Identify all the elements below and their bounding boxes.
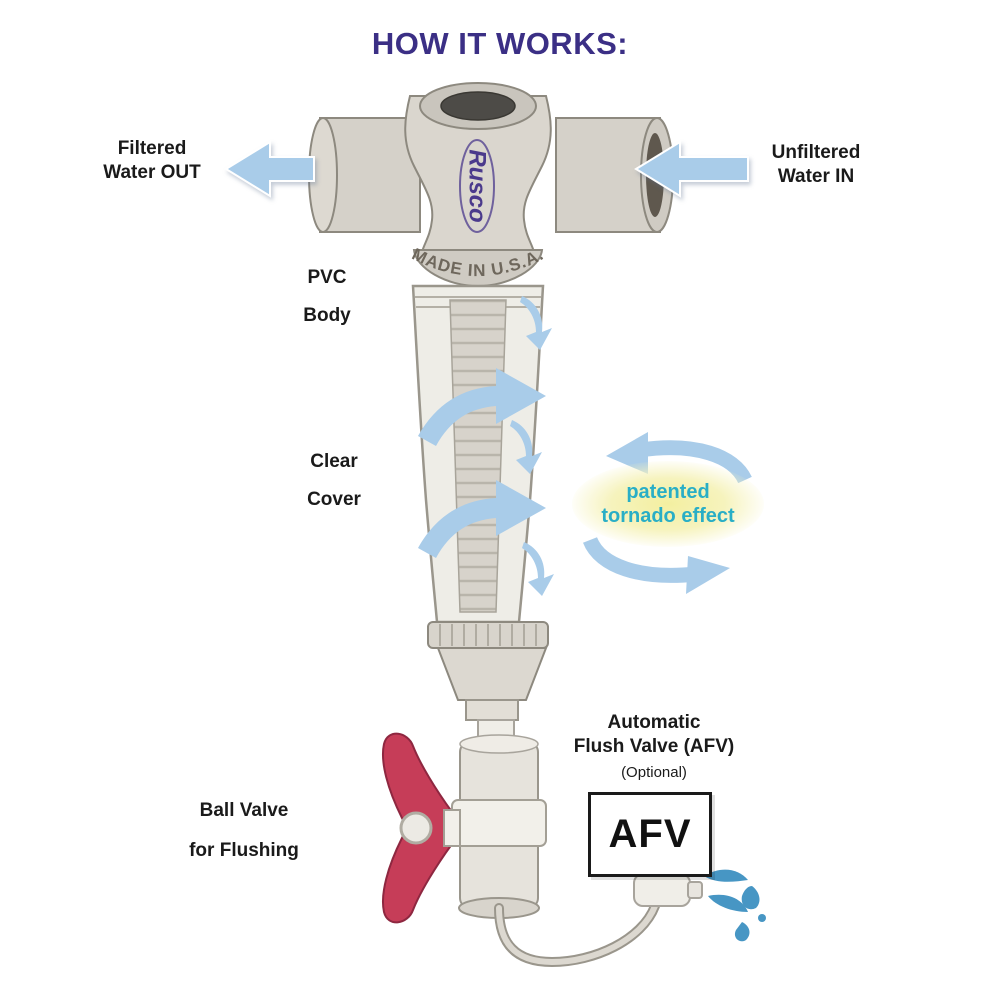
callout-line: Automatic bbox=[607, 712, 701, 733]
swirl-arrows bbox=[418, 296, 554, 596]
callout-line: Filtered bbox=[117, 138, 187, 159]
afv-fitting bbox=[633, 869, 766, 942]
callout-pvc-body: PVC Body bbox=[268, 266, 386, 328]
tornado-arc-top bbox=[638, 440, 752, 484]
tornado-effect-badge: patented tornado effect bbox=[572, 461, 764, 547]
valve-pipe-top bbox=[459, 734, 539, 754]
water-droplet bbox=[741, 886, 760, 910]
valve-collar bbox=[451, 799, 547, 847]
swirl-arrow-lower bbox=[418, 480, 546, 558]
callout-optional: (Optional) bbox=[621, 764, 687, 781]
water-droplet bbox=[708, 894, 748, 912]
bottom-neck bbox=[465, 699, 519, 721]
filter-screen bbox=[449, 299, 507, 613]
mini-swirl-arrow bbox=[522, 542, 554, 596]
bottom-cup bbox=[436, 647, 548, 701]
afv-valve-body bbox=[633, 873, 691, 907]
water-droplet bbox=[734, 922, 750, 942]
brand-logo: Rusco bbox=[459, 139, 495, 233]
drain-tube bbox=[494, 901, 660, 968]
bottom-fittings bbox=[427, 621, 549, 745]
tornado-line: tornado effect bbox=[601, 505, 735, 527]
water-spray bbox=[704, 869, 766, 942]
tornado-line: patented bbox=[626, 481, 710, 503]
mini-swirl-arrow bbox=[520, 296, 552, 350]
water-droplet bbox=[758, 914, 766, 922]
brand-logo-oval bbox=[459, 139, 495, 233]
callout-line: Water OUT bbox=[103, 162, 201, 183]
tornado-arc-bottom bbox=[583, 536, 697, 583]
callout-line: Body bbox=[303, 305, 351, 326]
page-title: HOW IT WORKS: bbox=[371, 26, 629, 61]
afv-valve-outlet bbox=[687, 881, 703, 899]
callout-line: Ball Valve bbox=[199, 800, 289, 821]
afv-box-label: AFV bbox=[608, 812, 692, 856]
mini-swirl-arrow bbox=[510, 420, 542, 474]
unfiltered-in-arrow bbox=[634, 140, 749, 198]
swirl-arrow-upper bbox=[418, 368, 546, 446]
callout-filtered-water-out: Filtered Water OUT bbox=[84, 137, 220, 185]
flange-ribs bbox=[439, 624, 537, 646]
drain-tube-body bbox=[496, 903, 658, 966]
callout-clear-cover: Clear Cover bbox=[274, 450, 394, 512]
valve-stem bbox=[443, 809, 461, 847]
water-droplet bbox=[704, 869, 748, 882]
valve-handle-hub bbox=[399, 811, 433, 845]
callout-ball-valve: Ball Valve for Flushing bbox=[168, 799, 320, 863]
callout-line: PVC bbox=[307, 267, 347, 288]
callout-line: Unfiltered bbox=[771, 142, 861, 163]
afv-box: AFV bbox=[588, 792, 712, 877]
callout-line: Clear bbox=[310, 451, 358, 472]
filtered-out-arrow bbox=[224, 140, 315, 198]
brand-logo-text: Rusco bbox=[464, 149, 491, 222]
top-opening-bore bbox=[440, 91, 516, 121]
callout-unfiltered-water-in: Unfiltered Water IN bbox=[748, 141, 884, 189]
filter-head: Rusco MADE IN U.S.A. bbox=[308, 82, 674, 288]
tornado-arrowhead-right bbox=[686, 556, 730, 594]
tornado-ring bbox=[583, 432, 752, 594]
ball-valve bbox=[382, 732, 547, 924]
callout-line: for Flushing bbox=[189, 840, 299, 861]
callout-line: Flush Valve (AFV) bbox=[573, 736, 735, 757]
callout-afv: Automatic Flush Valve (AFV) (Optional) bbox=[558, 711, 750, 785]
clear-cover bbox=[411, 284, 545, 624]
callout-line: Cover bbox=[307, 489, 361, 510]
callout-line: Water IN bbox=[777, 166, 855, 187]
